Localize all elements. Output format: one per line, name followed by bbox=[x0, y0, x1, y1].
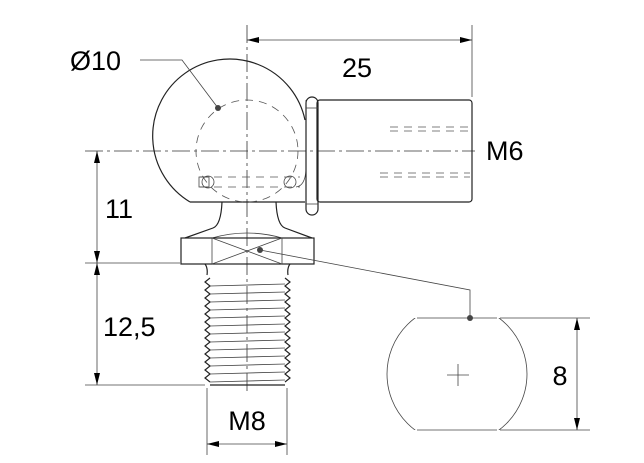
thread-line bbox=[209, 307, 286, 311]
thread-profile bbox=[204, 277, 211, 383]
dimension-ball-diameter: Ø10 bbox=[70, 46, 221, 111]
thread-line bbox=[209, 323, 286, 327]
flat-width-label: 8 bbox=[552, 361, 567, 391]
thread-length-label: 12,5 bbox=[103, 312, 156, 342]
thread-line bbox=[209, 315, 286, 319]
height-label: 11 bbox=[105, 194, 133, 224]
thread-line bbox=[209, 331, 286, 335]
thread-line bbox=[209, 371, 286, 375]
dimension-stud-thread: M8 bbox=[206, 388, 288, 455]
length-label: 25 bbox=[342, 53, 372, 83]
thread-stud bbox=[204, 277, 291, 386]
section-view: 8 bbox=[257, 247, 590, 431]
neck bbox=[184, 201, 313, 239]
stud-thread-label: M8 bbox=[228, 406, 266, 436]
thread-line bbox=[209, 363, 286, 367]
socket-thread-label: M6 bbox=[486, 136, 524, 166]
thread-profile bbox=[284, 277, 291, 383]
center-lines bbox=[85, 25, 475, 392]
thread-line bbox=[209, 339, 286, 343]
thread-line bbox=[209, 291, 286, 295]
ball-head bbox=[152, 58, 307, 203]
thread-line bbox=[209, 299, 286, 303]
socket-housing bbox=[305, 96, 473, 216]
dimension-length: 25 bbox=[247, 25, 473, 97]
hex-nut bbox=[180, 237, 315, 276]
thread-line bbox=[209, 379, 286, 383]
dimension-heights: 11 12,5 bbox=[85, 151, 205, 386]
ball-diameter-label: Ø10 bbox=[70, 46, 121, 76]
thread-line bbox=[209, 355, 286, 359]
thread-line bbox=[209, 347, 286, 351]
thread-line bbox=[209, 283, 286, 287]
